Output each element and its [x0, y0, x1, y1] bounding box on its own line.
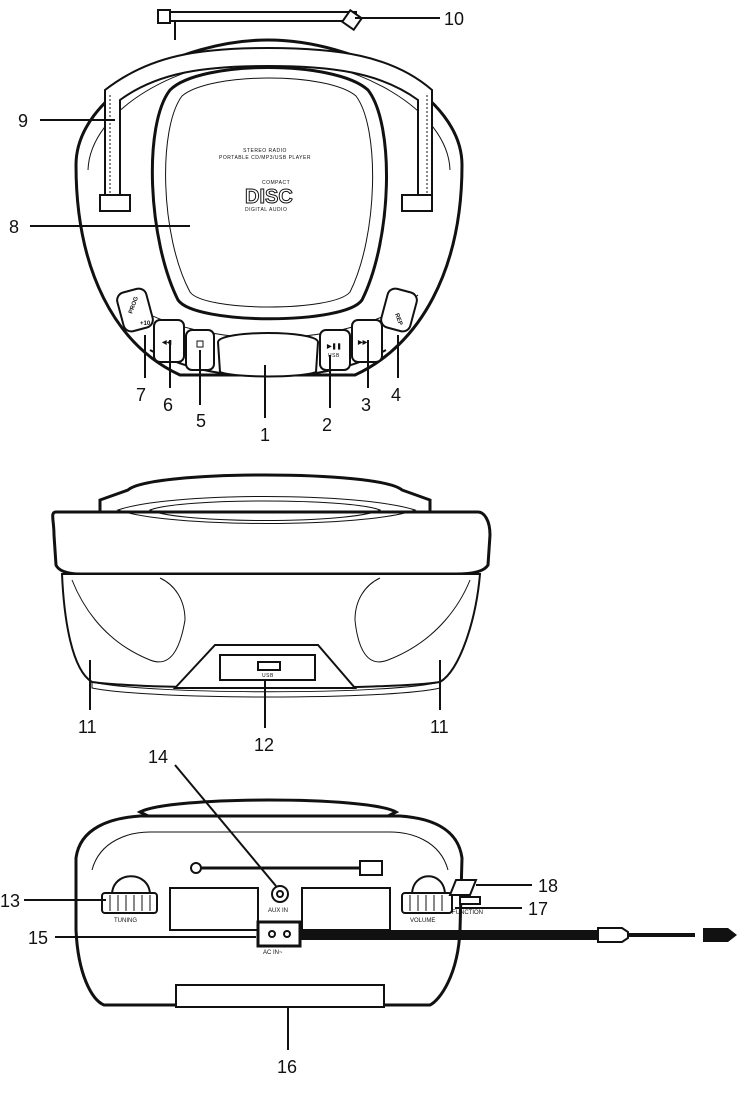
svg-text:▶❚❚: ▶❚❚: [326, 343, 342, 350]
front-view: USB: [51, 473, 492, 698]
rear-vent-left: [169, 887, 259, 931]
callout-4: 4: [391, 385, 401, 405]
svg-text:DIGITAL AUDIO: DIGITAL AUDIO: [245, 207, 287, 213]
play-pause-button[interactable]: ▶❚❚ USB: [319, 329, 351, 371]
callout-14: 14: [148, 747, 168, 767]
svg-text:REP: REP: [393, 313, 403, 327]
rear-view: TUNING AUX IN VOLUME FUNCTION A: [74, 798, 737, 1008]
callout-lines: [24, 17, 532, 1050]
tuning-knob[interactable]: TUNING: [101, 875, 158, 924]
prog-button[interactable]: PROG +10: [115, 287, 154, 333]
lid-line2: PORTABLE CD/MP3/USB PLAYER: [219, 155, 311, 161]
battery-compartment[interactable]: [175, 984, 385, 1008]
callout-9: 9: [18, 111, 28, 131]
callout-11-right: 11: [430, 717, 449, 737]
cd-door-open-button[interactable]: [216, 332, 320, 378]
rep-button[interactable]: REP: [379, 287, 418, 333]
aux-in-jack[interactable]: AUX IN: [268, 885, 289, 914]
callout-5: 5: [196, 411, 206, 431]
function-switch[interactable]: FUNCTION: [448, 879, 483, 916]
power-cord: [300, 927, 737, 943]
svg-text:DISC: DISC: [245, 186, 293, 208]
lid-line1: STEREO RADIO: [243, 148, 287, 154]
callout-2: 2: [322, 415, 332, 435]
callout-12: 12: [254, 735, 274, 755]
volume-knob[interactable]: VOLUME: [401, 875, 453, 924]
function-label: FUNCTION: [452, 910, 483, 916]
rear-vent-right: [301, 887, 391, 931]
ac-label: AC IN~: [263, 950, 283, 956]
antenna: [157, 8, 364, 40]
callout-15: 15: [28, 928, 48, 948]
callout-numbers: 10 9 8 7 6 5 1 2 3 4 11 11 12 14 13 18 1…: [0, 9, 558, 1077]
callout-18: 18: [538, 876, 558, 896]
callout-7: 7: [136, 385, 146, 405]
handle: [99, 46, 433, 212]
usb-port[interactable]: USB: [172, 644, 358, 689]
volume-label: VOLUME: [410, 918, 435, 924]
callout-16: 16: [277, 1057, 297, 1077]
svg-text:+10: +10: [140, 321, 151, 327]
usb-label: USB: [262, 673, 274, 679]
svg-text:USB: USB: [328, 353, 340, 359]
svg-text:◀◀: ◀◀: [161, 339, 172, 346]
callout-10: 10: [444, 9, 464, 29]
callout-6: 6: [163, 395, 173, 415]
callout-1: 1: [260, 425, 270, 445]
svg-text:COMPACT: COMPACT: [262, 180, 290, 186]
callout-11-left: 11: [78, 717, 97, 737]
tuning-label: TUNING: [114, 918, 137, 924]
svg-text:PROG: PROG: [128, 296, 140, 315]
callout-13: 13: [0, 891, 20, 911]
rear-antenna: [190, 860, 383, 876]
svg-text:▶▶: ▶▶: [357, 339, 368, 346]
callout-3: 3: [361, 395, 371, 415]
top-view: STEREO RADIO PORTABLE CD/MP3/USB PLAYER …: [74, 8, 464, 378]
aux-in-label: AUX IN: [268, 908, 288, 914]
callout-17: 17: [528, 899, 548, 919]
compact-disc-logo: COMPACT DISC DIGITAL AUDIO: [245, 180, 294, 213]
ac-inlet[interactable]: AC IN~: [256, 920, 302, 956]
callout-8: 8: [9, 217, 19, 237]
cd-lid[interactable]: STEREO RADIO PORTABLE CD/MP3/USB PLAYER …: [150, 66, 388, 321]
